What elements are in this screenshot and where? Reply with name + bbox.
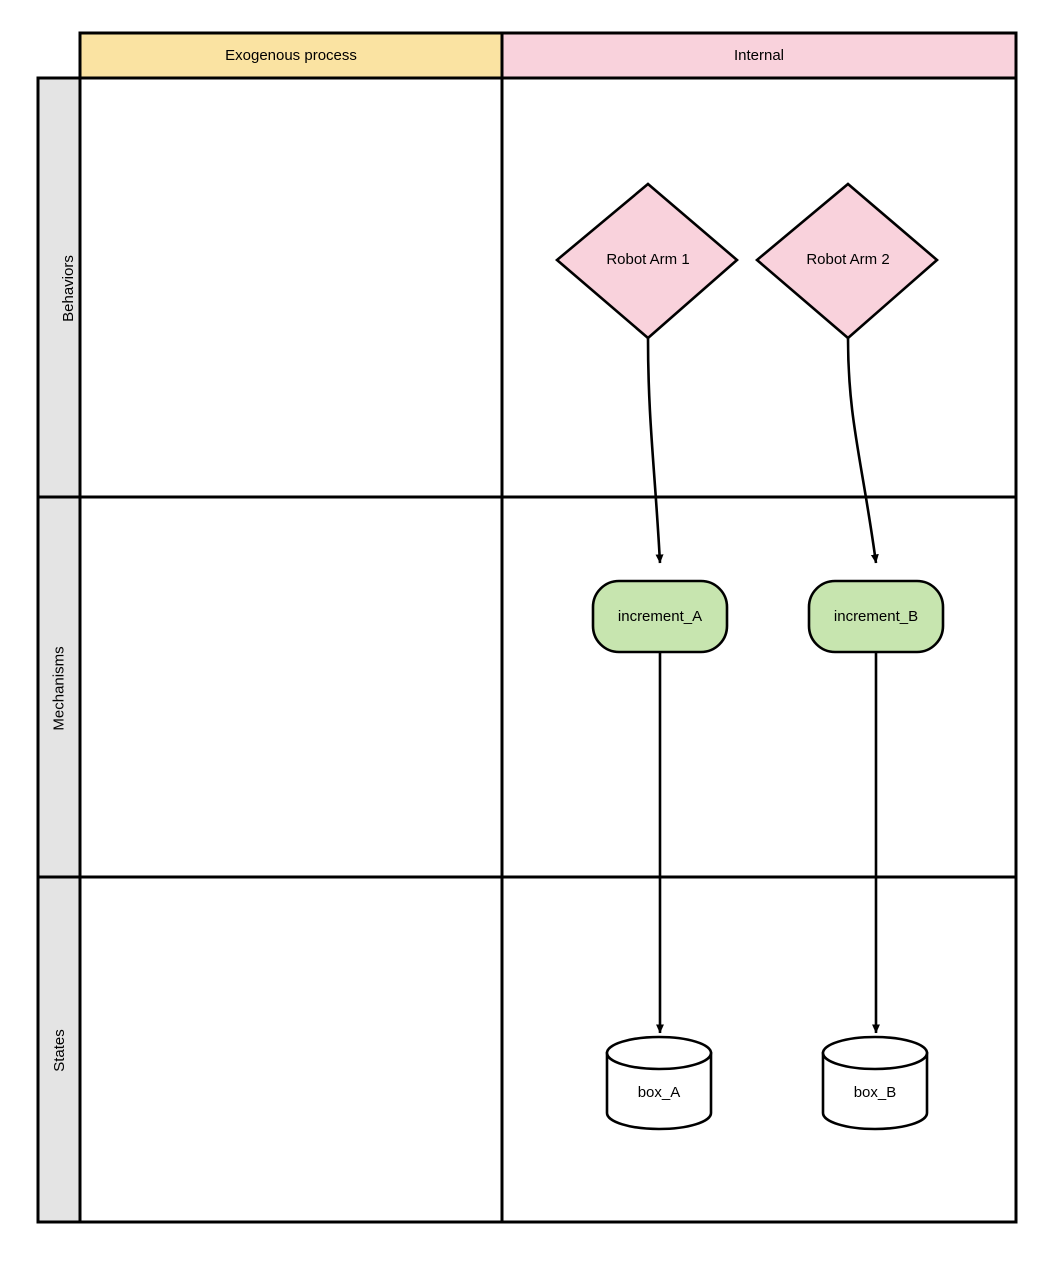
edge-robot-arm-2-to-increment-b: [846, 337, 879, 564]
row-band-mechanisms: [36, 495, 82, 879]
node-box-b[interactable]: [821, 1035, 929, 1131]
cell-behaviors-internal: [500, 76, 1018, 499]
cell-mechanisms-internal: [500, 495, 1018, 879]
node-increment-b[interactable]: [807, 579, 945, 654]
swimlane-grid: [36, 31, 1018, 1224]
column-header-internal: [500, 31, 1018, 80]
column-header-exogenous: [78, 31, 504, 80]
cell-states-internal: [500, 875, 1018, 1224]
row-band-behaviors: [36, 76, 82, 499]
cell-mechanisms-exogenous: [78, 495, 504, 879]
cell-behaviors-exogenous: [78, 76, 504, 499]
node-increment-a[interactable]: [591, 579, 729, 654]
edge-layer: [646, 337, 880, 1034]
cell-states-exogenous: [78, 875, 504, 1224]
node-robot-arm-2[interactable]: [754, 182, 939, 340]
node-robot-arm-1[interactable]: [554, 182, 739, 340]
node-box-a[interactable]: [605, 1035, 713, 1131]
node-layer: [554, 182, 945, 1131]
row-band-states: [36, 875, 82, 1224]
edge-robot-arm-1-to-increment-a: [646, 337, 664, 564]
